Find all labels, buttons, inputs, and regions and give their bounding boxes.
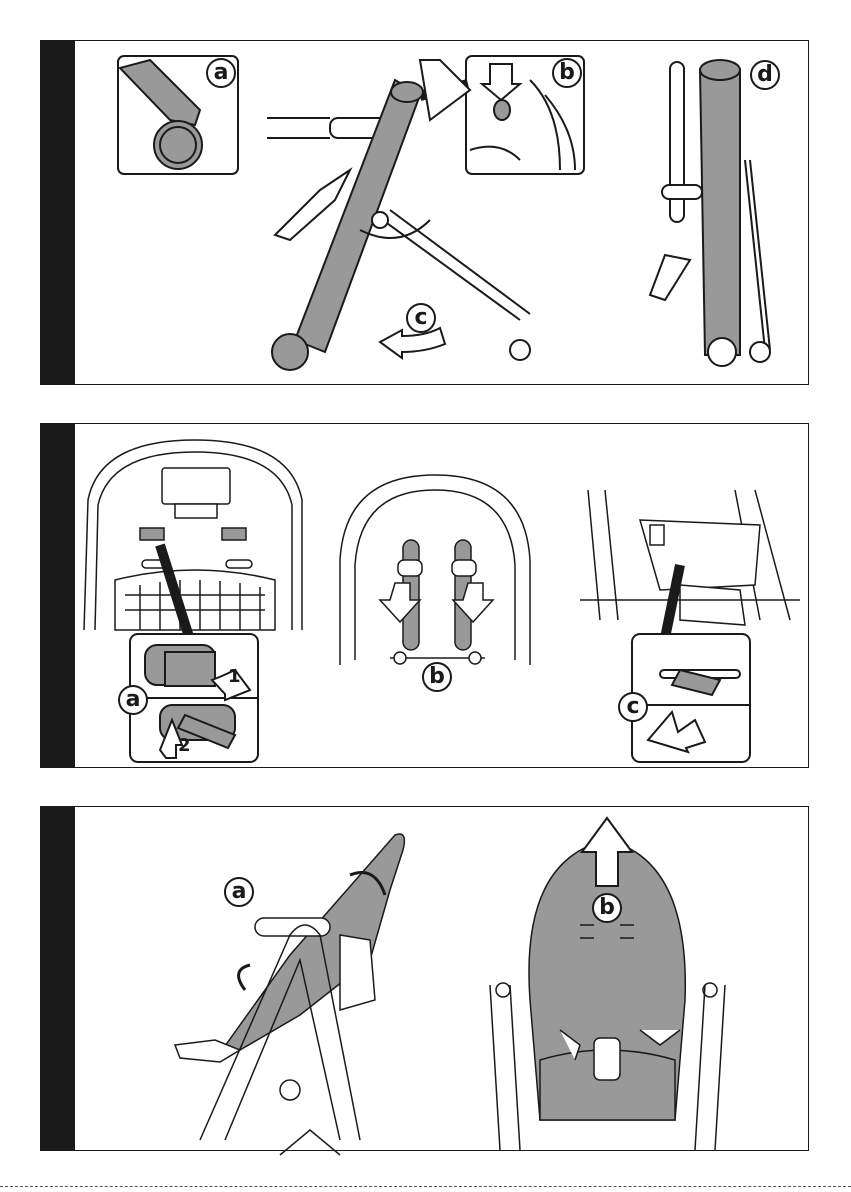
label-b-panel2: b (422, 662, 452, 692)
panel-2-tab (41, 424, 75, 767)
trim-line (0, 1186, 851, 1187)
panel-2 (40, 423, 809, 768)
label-c: c (406, 303, 436, 333)
label-a: a (206, 58, 236, 88)
panel-3 (40, 806, 809, 1151)
panel-1 (40, 40, 809, 385)
label-d: d (750, 60, 780, 90)
label-a-panel3: a (224, 877, 254, 907)
step-1: 1 (228, 666, 241, 687)
panel-1-tab (41, 41, 75, 384)
label-c-panel2: c (618, 692, 648, 722)
label-b-panel3: b (592, 893, 622, 923)
step-2: 2 (178, 735, 191, 756)
label-a-panel2: a (118, 685, 148, 715)
panel-3-tab (41, 807, 75, 1150)
label-b: b (552, 58, 582, 88)
